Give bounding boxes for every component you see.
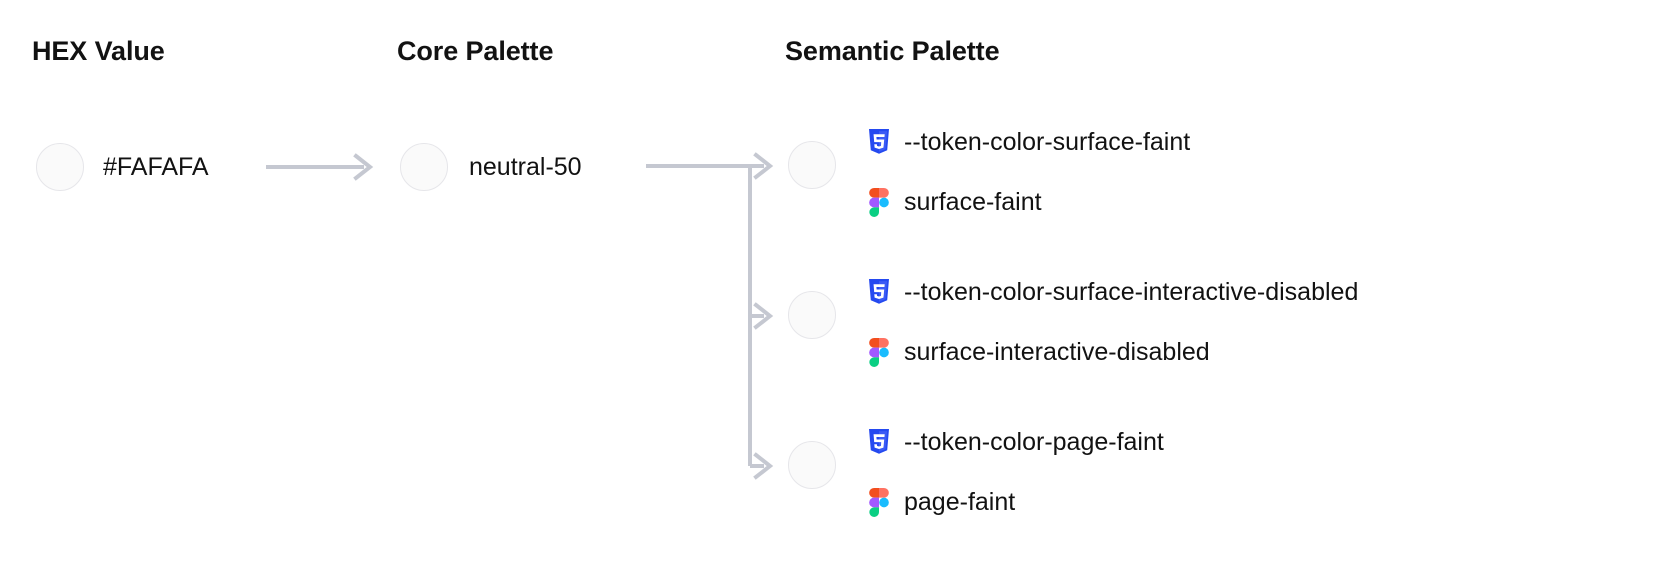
hex-value-label: #FAFAFA <box>103 153 209 181</box>
color-swatch-hex <box>36 143 84 191</box>
figma-token-label-0: surface-faint <box>904 187 1042 216</box>
figma-token-label-1: surface-interactive-disabled <box>904 337 1210 366</box>
figma-icon <box>866 487 892 517</box>
css-token-line-2: --token-color-page-faint <box>866 412 1164 472</box>
css-token-label-1: --token-color-surface-interactive-disabl… <box>904 277 1359 306</box>
css3-icon <box>866 427 892 457</box>
color-swatch-semantic-0 <box>788 141 836 189</box>
semantic-entry-2: --token-color-page-faint page-faint <box>866 412 1164 532</box>
css-token-label-0: --token-color-surface-faint <box>904 127 1191 156</box>
color-swatch-semantic-1 <box>788 291 836 339</box>
core-palette-label: neutral-50 <box>469 153 582 181</box>
semantic-entry-0: --token-color-surface-faint surface-fain… <box>866 112 1190 232</box>
column-heading-core-palette: Core Palette <box>397 36 554 66</box>
color-swatch-semantic-2 <box>788 441 836 489</box>
css3-icon <box>866 127 892 157</box>
semantic-entry-1: --token-color-surface-interactive-disabl… <box>866 262 1358 382</box>
figma-token-line-0: surface-faint <box>866 172 1190 232</box>
figma-token-line-1: surface-interactive-disabled <box>866 322 1358 382</box>
figma-token-label-2: page-faint <box>904 487 1016 516</box>
css-token-line-1: --token-color-surface-interactive-disabl… <box>866 262 1358 322</box>
color-swatch-core <box>400 143 448 191</box>
css-token-line-0: --token-color-surface-faint <box>866 112 1190 172</box>
css-token-label-2: --token-color-page-faint <box>904 427 1164 456</box>
figma-token-line-2: page-faint <box>866 472 1164 532</box>
arrow-hex-to-core-icon <box>266 153 374 181</box>
column-heading-semantic-palette: Semantic Palette <box>785 36 1000 66</box>
column-heading-hex-value: HEX Value <box>32 36 165 66</box>
css3-icon <box>866 277 892 307</box>
figma-icon <box>866 337 892 367</box>
figma-icon <box>866 187 892 217</box>
branch-connector-core-to-semantic-icon <box>646 152 774 480</box>
